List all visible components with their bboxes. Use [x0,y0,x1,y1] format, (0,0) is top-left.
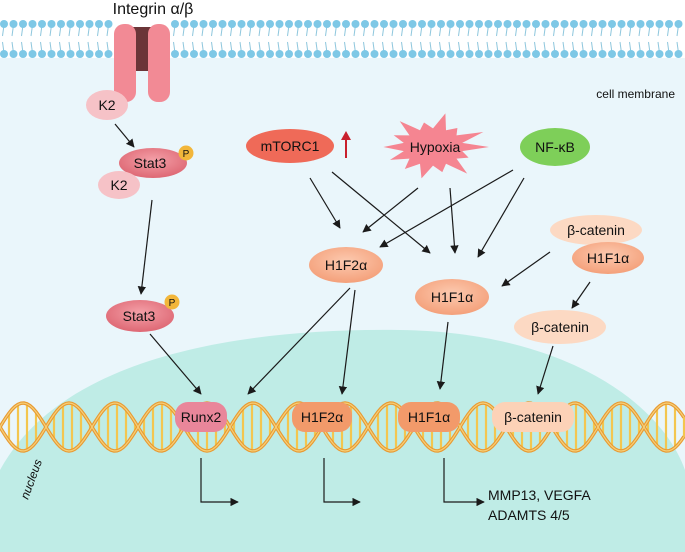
bcatenin-h1f1a-complex: β-catenin H1F1α [550,215,644,274]
runx2-node-dna: Runx2 [175,402,227,432]
svg-text:H1F1α: H1F1α [431,289,473,305]
arrow-complex-h1f1a [501,251,551,287]
svg-text:β-catenin: β-catenin [504,409,562,425]
cell-membrane-label: cell membrane [596,87,675,101]
arrow-k2-stat3 [114,123,135,148]
h1f2a-node-cyto: H1F2α [309,247,383,283]
svg-text:H1F2α: H1F2α [301,409,343,425]
arrow-complex-bcatenin [571,281,591,309]
svg-text:β-catenin: β-catenin [567,222,625,238]
transcription-arrow-runx2 [200,458,239,507]
h1f2a-node-dna: H1F2α [292,402,352,432]
transcription-arrow-h1f2a [323,458,361,507]
arrow-nfkb-h1f2a [379,169,514,248]
increase-arrow-icon [341,131,351,158]
stat3-node-upper [119,148,187,178]
svg-text:mTORC1: mTORC1 [261,138,320,154]
nfkb-node: NF-κB [520,128,590,166]
h1f1a-node-dna: H1F1α [398,402,460,432]
svg-text:H1F1α: H1F1α [587,250,629,266]
arrow-hypoxia-h1f1a [449,187,459,254]
svg-text:Runx2: Runx2 [181,409,222,425]
svg-text:H1F1α: H1F1α [408,409,450,425]
svg-text:β-catenin: β-catenin [531,319,589,335]
arrow-stat3-stat3 [137,199,153,295]
h1f1a-node-complex [572,242,644,274]
svg-text:K2: K2 [98,97,115,113]
mtorc1-node: mTORC1 [246,129,334,163]
arrow-hypoxia-h1f2a [362,187,419,233]
k2-node-top: K2 [86,90,128,120]
integrin-label: Integrin α/β [113,1,194,18]
svg-text:Stat3: Stat3 [134,155,167,171]
arrows [114,123,591,507]
arrow-mtorc1-h1f1a [331,171,431,254]
bcatenin-node-cyto: β-catenin [514,310,606,344]
integrin-receptor [114,24,170,102]
svg-text:H1F2α: H1F2α [325,257,367,273]
arrow-h1f2a-runx2 [247,287,351,395]
svg-text:K2: K2 [110,177,127,193]
k2-node-lower [98,171,140,199]
arrow-stat3-runx2 [149,333,202,395]
hypoxia-node: Hypoxia [383,113,489,179]
stat3-k2-complex: Stat3 P K2 [98,145,194,199]
target-genes-line1: MMP13, VEGFA [488,487,591,503]
arrow-mtorc1-h1f2a [309,177,341,229]
svg-text:Stat3: Stat3 [123,308,156,324]
target-genes-line2: ADAMTS 4/5 [488,507,570,523]
arrow-h1f2a-dna [338,289,356,395]
bcatenin-node-dna: β-catenin [492,402,574,432]
svg-text:P: P [169,298,176,309]
bcatenin-node-complex [550,215,642,245]
cell-membrane [0,20,683,58]
h1f1a-node-cyto: H1F1α [415,279,489,315]
phospho-badge-lower [164,294,180,310]
svg-text:NF-κB: NF-κB [535,139,575,155]
phospho-badge-upper [178,145,194,161]
arrow-h1f1a-dna [436,321,449,390]
arrow-nfkb-h1f1a [477,177,525,258]
transcription-arrow-h1f1a [443,458,485,507]
svg-text:Hypoxia: Hypoxia [410,139,461,155]
arrow-bcatenin-dna [536,345,554,395]
stat3-node-lower: Stat3 P [106,294,180,332]
svg-text:P: P [183,149,190,160]
